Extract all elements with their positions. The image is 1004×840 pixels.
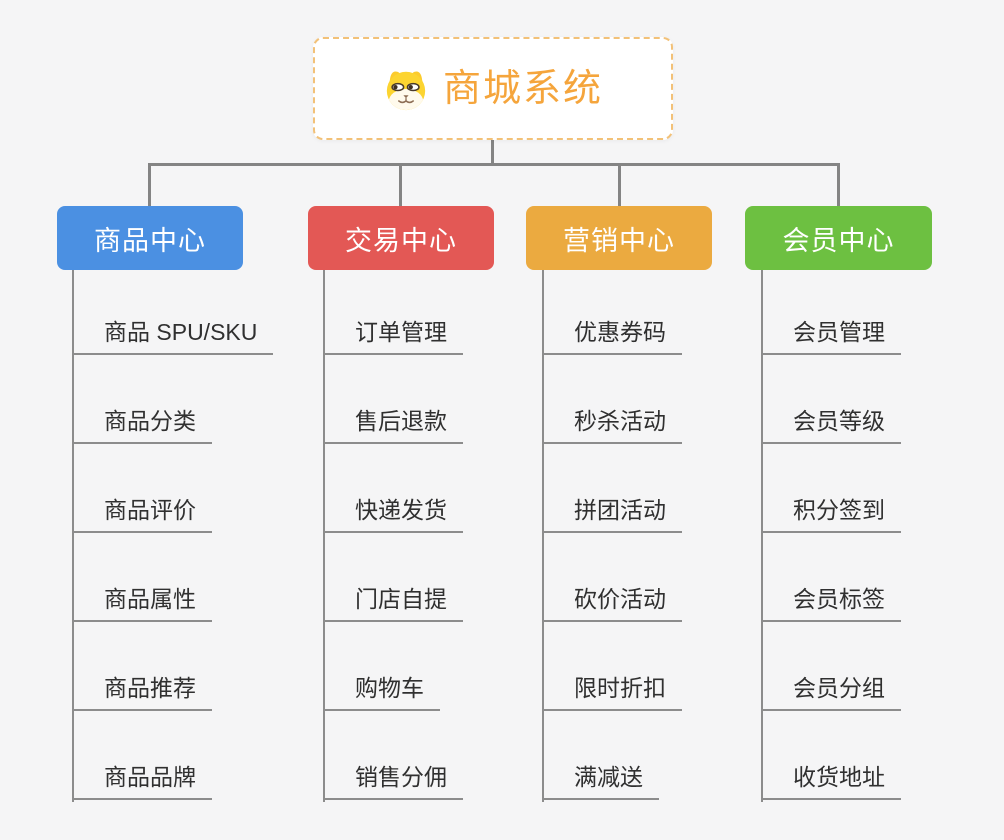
subtopic-node[interactable]: 会员分组 [761,673,901,711]
subtopic-node[interactable]: 会员标签 [761,584,901,622]
subtopic-node[interactable]: 门店自提 [323,584,463,622]
branch-column-line [761,270,763,802]
subtopic-node[interactable]: 商品推荐 [72,673,212,711]
subtopic-node[interactable]: 拼团活动 [542,495,682,533]
branch-connector-drop [148,163,151,207]
subtopic-node[interactable]: 快递发货 [323,495,463,533]
subtopic-node[interactable]: 商品 SPU/SKU [72,317,274,355]
subtopic-node[interactable]: 砍价活动 [542,584,682,622]
root-node-label: 商城系统 [442,67,603,110]
branch-connector-drop [399,163,402,207]
branch-column-line [72,270,74,802]
subtopic-node[interactable]: 商品属性 [72,584,212,622]
subtopic-node[interactable]: 会员管理 [761,317,901,355]
branch-column-line [542,270,544,802]
subtopic-node[interactable]: 满减送 [542,762,659,800]
subtopic-node[interactable]: 售后退款 [323,406,463,444]
subtopic-node[interactable]: 限时折扣 [542,673,682,711]
subtopic-node[interactable]: 会员等级 [761,406,901,444]
subtopic-node[interactable]: 优惠券码 [542,317,682,355]
branch-connector-horizontal [148,163,840,166]
branch-node[interactable]: 交易中心 [308,206,494,270]
subtopic-node[interactable]: 订单管理 [323,317,463,355]
branch-node[interactable]: 商品中心 [57,206,243,270]
subtopic-node[interactable]: 购物车 [323,673,440,711]
subtopic-node[interactable]: 秒杀活动 [542,406,682,444]
branch-connector-drop [618,163,621,207]
dog-face-icon [386,70,426,110]
subtopic-node[interactable]: 商品分类 [72,406,212,444]
subtopic-node[interactable]: 商品评价 [72,495,212,533]
subtopic-node[interactable]: 收货地址 [761,762,901,800]
branch-node[interactable]: 会员中心 [745,206,932,270]
branch-node[interactable]: 营销中心 [526,206,712,270]
root-node[interactable]: 商城系统 [313,37,673,140]
subtopic-node[interactable]: 销售分佣 [323,762,463,800]
subtopic-node[interactable]: 商品品牌 [72,762,212,800]
branch-connector-drop [837,163,840,207]
root-connector-stub [491,139,494,165]
subtopic-node[interactable]: 积分签到 [761,495,901,533]
branch-column-line [323,270,325,802]
